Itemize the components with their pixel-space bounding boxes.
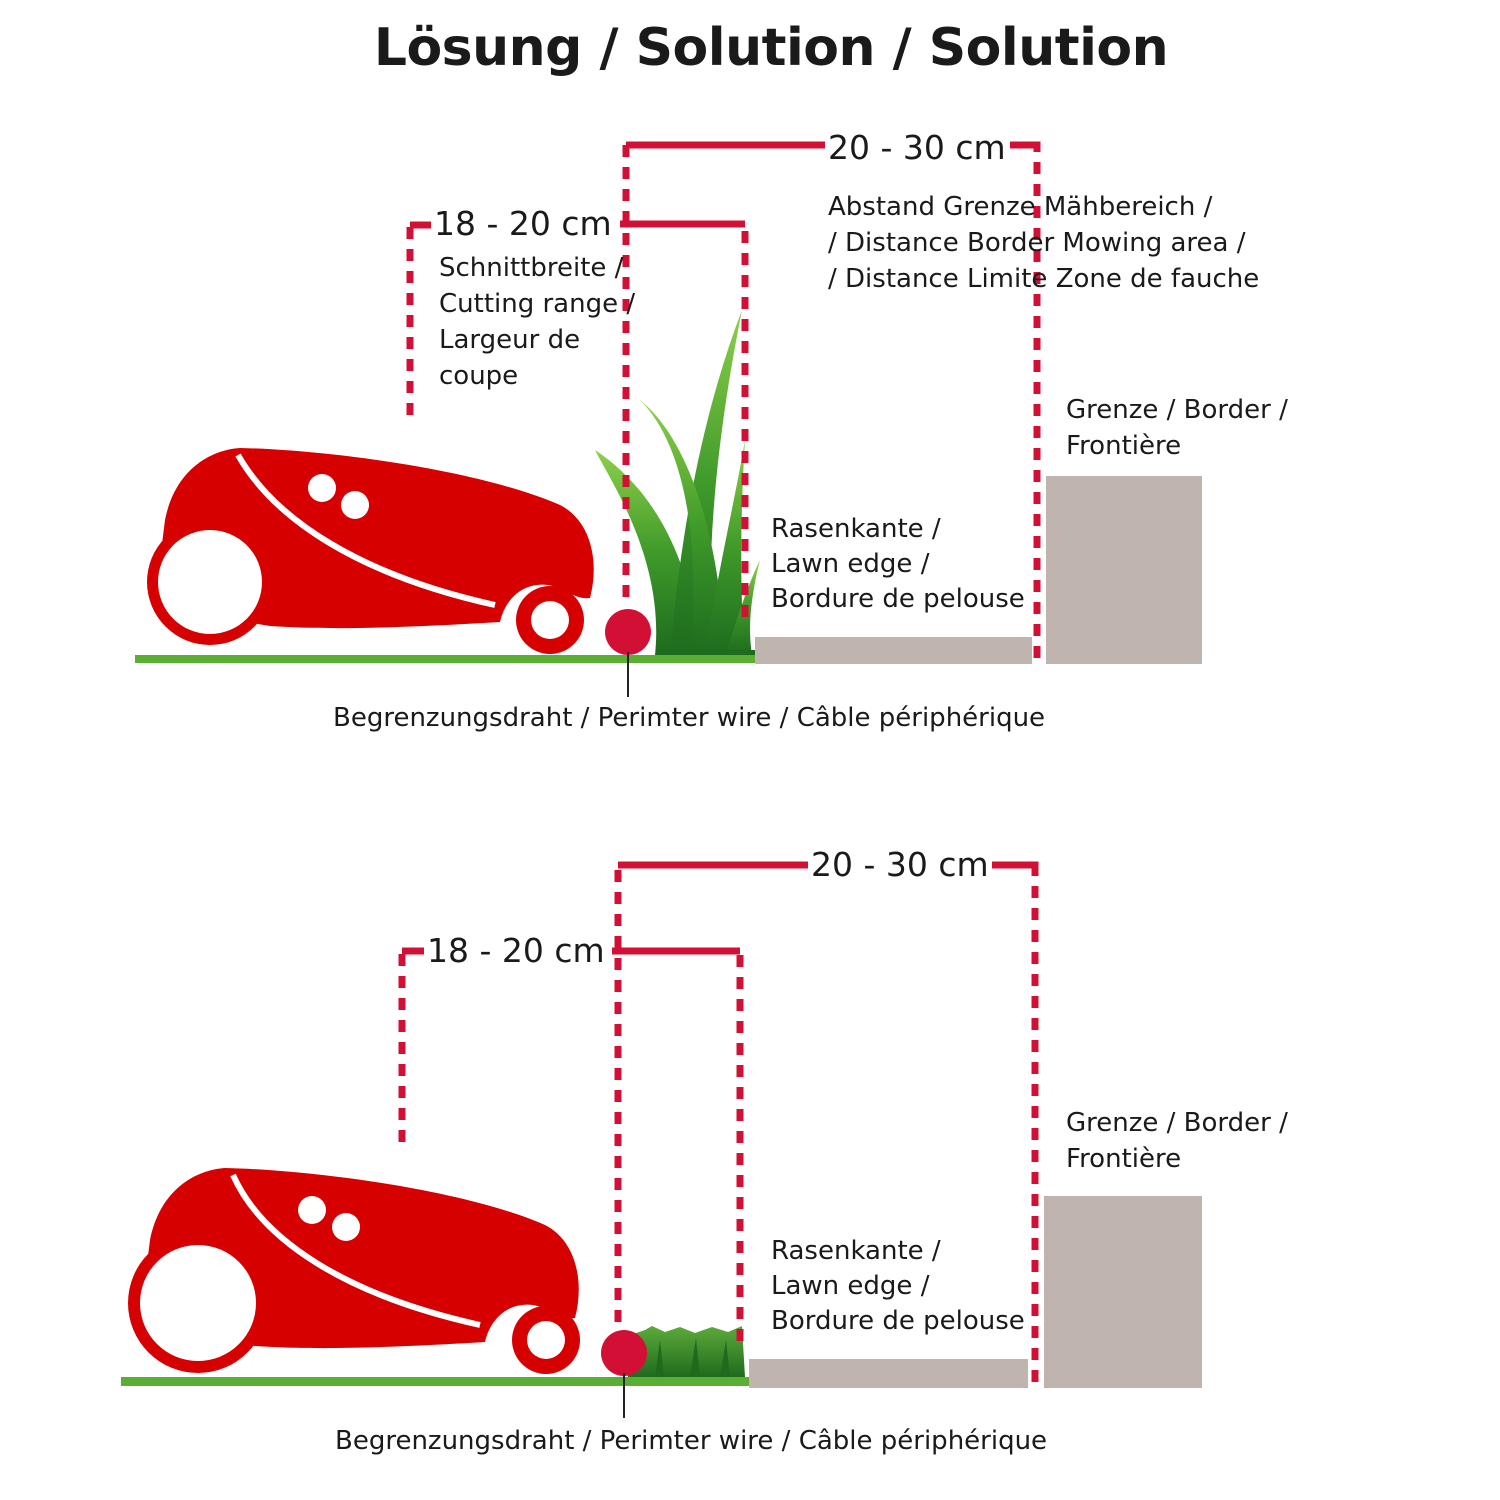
perimeter-wire-dot: [605, 609, 651, 655]
lawn-ground: [135, 655, 755, 663]
border-block: [1044, 1196, 1202, 1388]
perimeter-wire-dot: [601, 1330, 647, 1376]
panel-tall-grass: [135, 141, 1202, 697]
perimeter-wire-label: Begrenzungsdraht / Perimter wire / Câble…: [335, 1426, 1048, 1456]
tall-grass-icon: [595, 310, 760, 655]
short-grass-icon: [628, 1326, 745, 1377]
panel-cut-grass: [121, 861, 1202, 1418]
robot-mower-icon: [128, 1168, 580, 1374]
dimension-label-cut: 18 - 20 cm: [431, 205, 615, 243]
border-block: [1046, 476, 1202, 664]
border-label: Grenze / Border / Frontière: [1066, 395, 1288, 461]
border-label: Grenze / Border / Frontière: [1066, 1108, 1288, 1174]
perimeter-wire-label: Begrenzungsdraht / Perimter wire / Câble…: [333, 703, 1046, 733]
lawn-edge-label: Rasenkante / Lawn edge / Bordure de pelo…: [771, 1236, 1025, 1336]
page-title: Lösung / Solution / Solution: [373, 18, 1169, 78]
dimension-label-distance: 20 - 30 cm: [808, 846, 992, 884]
robot-mower-icon: [147, 448, 594, 654]
lawn-edge-stone: [755, 637, 1032, 664]
distance-label: Abstand Grenze Mähbereich / / Distance B…: [828, 192, 1260, 294]
lawn-edge-stone: [749, 1359, 1028, 1388]
dimension-lines: [406, 141, 1041, 665]
cut-width-label: Schnittbreite / Cutting range / Largeur …: [439, 253, 636, 391]
dimension-lines: [398, 861, 1039, 1388]
lawn-ground: [121, 1377, 749, 1386]
dimension-label-distance: 20 - 30 cm: [825, 129, 1009, 167]
lawn-edge-label: Rasenkante / Lawn edge / Bordure de pelo…: [771, 514, 1025, 614]
dimension-label-cut: 18 - 20 cm: [424, 932, 608, 970]
